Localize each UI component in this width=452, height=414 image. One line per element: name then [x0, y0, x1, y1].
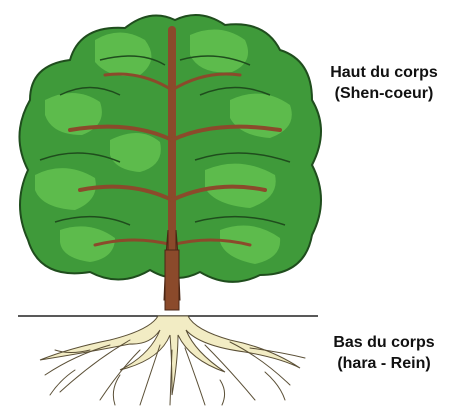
tree-roots [40, 316, 305, 405]
lower-body-label-line2: (hara - Rein) [320, 353, 448, 374]
tree-trunk-lower [165, 250, 179, 310]
lower-body-label-line1: Bas du corps [320, 332, 448, 353]
lower-body-label: Bas du corps (hara - Rein) [320, 332, 448, 374]
upper-body-label-line1: Haut du corps [320, 62, 448, 83]
upper-body-label-line2: (Shen-coeur) [320, 83, 448, 104]
upper-body-label: Haut du corps (Shen-coeur) [320, 62, 448, 104]
